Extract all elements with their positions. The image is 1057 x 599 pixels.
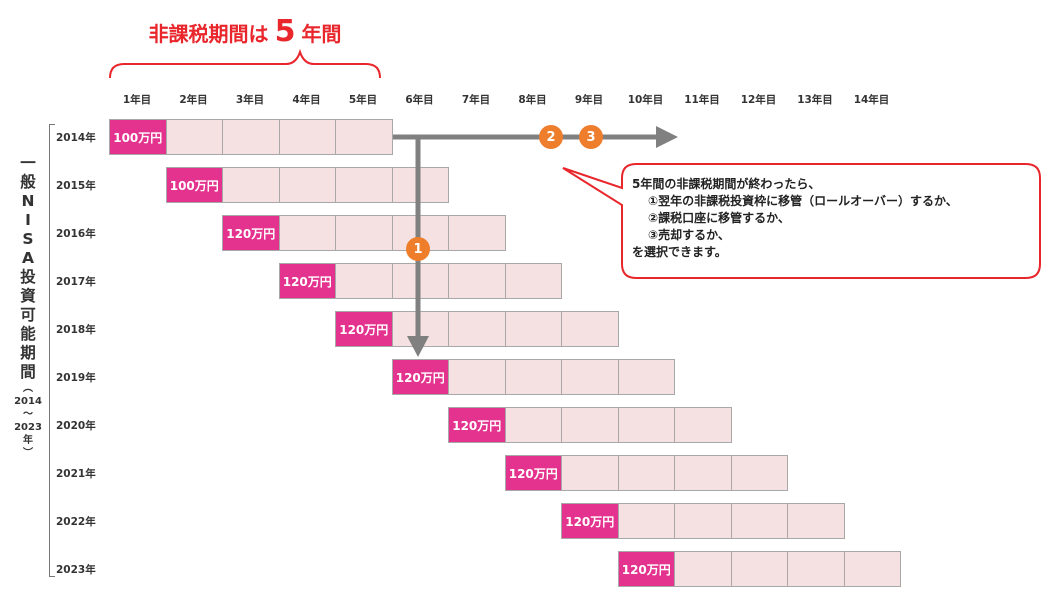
tax-free-period-cell	[617, 455, 675, 491]
title-suffix: 年間	[301, 22, 342, 46]
tax-free-period-cell	[674, 455, 732, 491]
badge-2: 2	[539, 125, 563, 149]
vertical-label-start: 2014	[14, 396, 42, 407]
tax-free-period-cell	[674, 407, 732, 443]
column-header: 12年目	[740, 94, 777, 106]
column-header: 2年目	[179, 94, 208, 106]
tax-free-period-cell	[674, 503, 732, 539]
tax-free-period-cell	[504, 359, 562, 395]
tax-free-period-cell	[843, 551, 901, 587]
tax-free-period-cell	[335, 167, 393, 203]
tax-free-period-cell	[278, 167, 336, 203]
row-year-label: 2022年	[56, 516, 96, 528]
column-header: 9年目	[574, 94, 604, 106]
tax-free-period-cell	[561, 455, 619, 491]
row-year-label: 2019年	[56, 372, 96, 384]
column-header: 11年目	[684, 94, 720, 106]
row-year-label: 2017年	[56, 276, 96, 288]
column-header: 7年目	[461, 94, 491, 106]
column-header: 8年目	[518, 94, 547, 106]
row-year-label: 2016年	[56, 228, 96, 240]
tax-free-period-cell	[335, 119, 393, 155]
row-year-label: 2014年	[56, 132, 96, 144]
column-header: 5年目	[348, 94, 378, 106]
investment-amount-cell: 120万円	[335, 311, 393, 347]
tax-free-period-cell	[617, 503, 675, 539]
column-header: 14年目	[853, 94, 890, 106]
callout-line-5: を選択できます。	[632, 245, 727, 259]
tax-free-period-cell	[278, 119, 336, 155]
tax-free-period-cell	[165, 119, 223, 155]
column-header: 6年目	[405, 94, 434, 106]
tax-free-period-cell	[617, 407, 675, 443]
tax-free-period-cell	[448, 359, 506, 395]
tax-free-period-cell	[561, 359, 619, 395]
tax-free-period-cell	[787, 551, 845, 587]
vertical-label-end: 2023	[14, 422, 42, 433]
row-year-label: 2018年	[56, 324, 96, 336]
column-header: 4年目	[292, 94, 321, 106]
row-year-label: 2015年	[56, 180, 96, 192]
callout-line-4: ③売却するか、	[648, 228, 730, 242]
tax-free-period-cell	[787, 503, 845, 539]
callout-line-1: 5年間の非課税期間が終わったら、	[632, 177, 821, 191]
row-year-label: 2020年	[56, 420, 96, 432]
tax-free-period-cell	[730, 551, 788, 587]
investment-amount-cell: 100万円	[109, 119, 167, 155]
row-year-label: 2023年	[56, 564, 96, 576]
title-number: 5	[274, 14, 296, 49]
right-arrowhead	[656, 126, 678, 148]
tax-free-period-cell	[561, 407, 619, 443]
investment-amount-cell: 120万円	[222, 215, 280, 251]
vertical-label-tilde: 〜	[23, 409, 33, 420]
column-header: 13年目	[797, 94, 833, 106]
row-year-label: 2021年	[56, 468, 96, 480]
down-arrowhead	[407, 336, 429, 357]
left-bracket	[49, 124, 55, 577]
callout-text: 5年間の非課税期間が終わったら、 ①翌年の非課税投資枠に移管（ロールオーバー）す…	[632, 176, 1032, 261]
vertical-label-close-paren: ︶	[23, 448, 33, 459]
tax-free-period-cell	[561, 311, 619, 347]
tax-free-period-cell	[504, 311, 562, 347]
tax-free-period-cell	[617, 359, 675, 395]
tax-free-period-cell	[448, 215, 506, 251]
investment-amount-cell: 120万円	[617, 551, 675, 587]
vertical-label-open-paren: ︵	[23, 383, 33, 394]
tax-free-period-cell	[730, 455, 788, 491]
title-prefix: 非課税期間は	[148, 22, 269, 46]
tax-free-period-cell	[222, 167, 280, 203]
investment-amount-cell: 120万円	[391, 359, 449, 395]
tax-free-period-cell	[504, 263, 562, 299]
callout-line-3: ②課税口座に移管するか、	[648, 211, 790, 225]
tax-free-period-cell	[448, 311, 506, 347]
column-header: 10年目	[627, 94, 664, 106]
column-header: 1年目	[122, 94, 152, 106]
investment-amount-cell: 100万円	[165, 167, 223, 203]
tax-free-period-cell	[674, 551, 732, 587]
column-header: 3年目	[235, 94, 265, 106]
investment-amount-cell: 120万円	[448, 407, 506, 443]
badge-3: 3	[579, 125, 603, 149]
tax-free-period-cell	[335, 215, 393, 251]
investment-amount-cell: 120万円	[561, 503, 619, 539]
vertical-label-year: 年	[23, 435, 33, 446]
callout-line-2: ①翌年の非課税投資枠に移管（ロールオーバー）するか、	[648, 194, 958, 208]
tax-free-period-cell	[222, 119, 280, 155]
badge-1: 1	[406, 237, 430, 261]
